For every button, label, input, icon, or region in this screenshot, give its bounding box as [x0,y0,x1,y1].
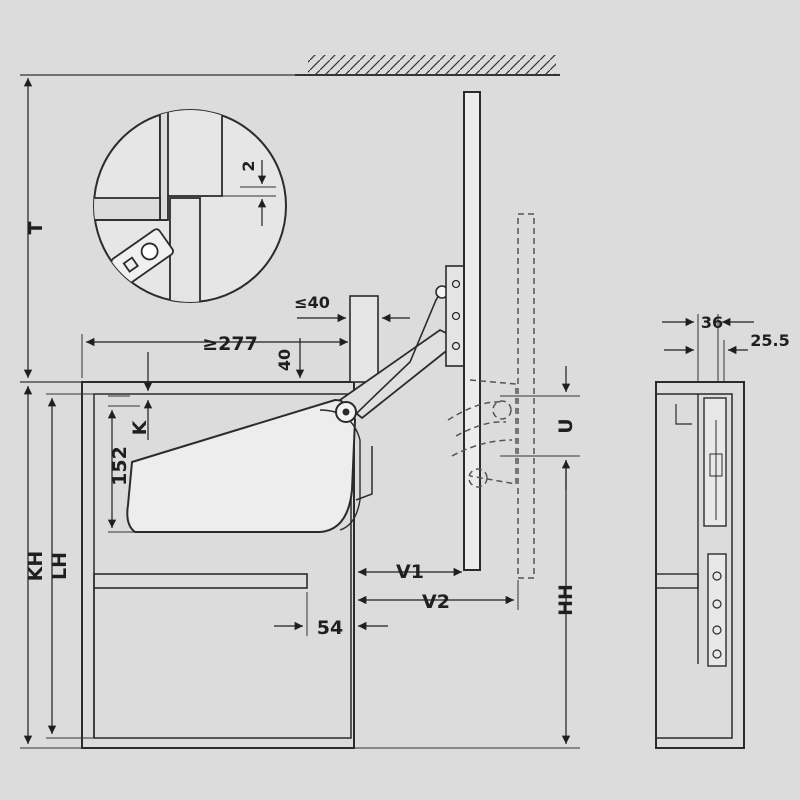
cabinet-top-edge [349,295,379,383]
dimension-t: T [23,78,47,378]
front-bracket [445,265,465,367]
label-detail-gap: 2 [239,160,258,171]
dimension-lh: LH [46,393,94,739]
label-side-width-a: 36 [701,313,723,332]
dimension-v1: V1 [358,561,462,583]
dimension-max-gap: ≤40 [294,293,410,383]
dimension-side-width-a: 36 [662,313,754,332]
label-max-gap: ≤40 [294,293,330,312]
label-k: K [129,419,151,435]
label-min-depth: ≥277 [202,333,258,355]
side-view-mechanism [703,397,727,527]
shelf [93,573,308,589]
dimension-hh: HH [354,460,580,749]
label-shelf-setback: 54 [317,617,343,639]
ceiling-hatch [295,55,560,76]
label-u: U [555,418,577,433]
label-v1: V1 [396,561,424,583]
dimension-v2: V2 [358,580,519,613]
dimension-mech-height: 152 [107,405,140,533]
label-side-width-b: 25.5 [750,331,789,350]
label-mech-height: 152 [109,446,131,486]
label-kh: KH [25,551,47,582]
label-lh: LH [49,552,71,580]
detail-magnifier: 2 [93,109,287,303]
dimension-min-depth: ≥277 [81,333,348,378]
dimension-u: U [500,366,580,490]
dimension-kh: KH [20,386,82,749]
front-panel-alternate-position [447,213,535,579]
side-view-cabinet [655,314,745,749]
label-top-offset: 40 [275,349,294,371]
front-panel-open [463,91,481,571]
label-hh: HH [555,584,577,616]
cabinet-body [81,381,355,749]
dimension-k: K [108,352,153,440]
label-t: T [25,221,47,234]
dimension-side-width-b: 25.5 [664,331,790,355]
dimension-shelf-setback: 54 [274,592,388,639]
lift-mechanism-housing [126,398,361,533]
label-v2: V2 [422,591,450,613]
side-view-mounting-plate [707,553,727,667]
